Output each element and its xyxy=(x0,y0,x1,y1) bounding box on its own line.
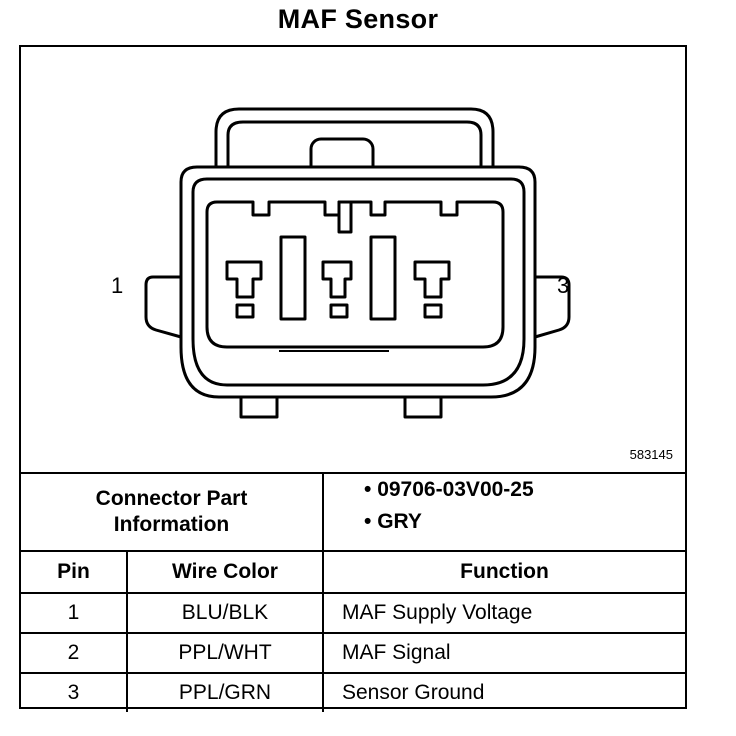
page-title: MAF Sensor xyxy=(277,4,439,34)
wire-color-header: Wire Color xyxy=(126,550,324,594)
connector-part-label: Connector Part Information xyxy=(21,472,324,552)
pin-cavity xyxy=(205,200,505,349)
latch-arch-inner xyxy=(226,120,483,207)
connector-color: GRY xyxy=(377,510,422,533)
pin-cell: 3 xyxy=(21,672,128,712)
connector-part-label-line1: Connector Part xyxy=(95,487,248,510)
connector-frame: 1 3 583145 Connector Part Information • … xyxy=(19,45,687,712)
left-flange xyxy=(144,275,182,339)
right-flange xyxy=(534,275,571,339)
connector-part-label-line2: Information xyxy=(113,513,230,536)
right-foot xyxy=(403,395,443,419)
pin-header: Pin xyxy=(21,550,128,594)
latch-arch xyxy=(214,107,495,207)
wire-color-cell: PPL/WHT xyxy=(126,632,324,674)
reference-code: 583145 xyxy=(629,447,673,462)
connector-drawing xyxy=(144,107,571,419)
center-key xyxy=(337,200,353,234)
wire-color-cell: BLU/BLK xyxy=(126,592,324,634)
divider-1 xyxy=(279,235,307,321)
connector-body-inner xyxy=(191,177,526,387)
pin-cell: 2 xyxy=(21,632,128,674)
pin-1-label: 1 xyxy=(111,273,124,298)
table-header-row: Pin Wire Color Function xyxy=(21,550,685,594)
table-row: 3 PPL/GRN Sensor Ground xyxy=(21,672,685,712)
pin-3-terminal xyxy=(413,260,451,299)
pin-3-lock xyxy=(423,303,443,319)
connector-diagram: 1 3 583145 xyxy=(21,47,685,472)
function-cell: MAF Signal xyxy=(322,632,685,674)
pin-2-lock xyxy=(329,303,349,319)
connector-info-table: Connector Part Information • 09706-03V00… xyxy=(21,472,685,712)
function-header: Function xyxy=(322,550,685,594)
pin-2-terminal xyxy=(321,260,353,299)
wire-color-cell: PPL/GRN xyxy=(126,672,324,712)
part-number: 09706-03V00-25 xyxy=(377,478,534,501)
pin-3-label: 3 xyxy=(557,273,570,298)
part-number-item: • 09706-03V00-25 xyxy=(364,478,534,501)
connector-outer-body xyxy=(179,165,537,399)
divider-2 xyxy=(369,235,397,321)
function-cell: MAF Supply Voltage xyxy=(322,592,685,634)
table-row: 1 BLU/BLK MAF Supply Voltage xyxy=(21,592,685,634)
table-row: 2 PPL/WHT MAF Signal xyxy=(21,632,685,674)
connector-part-values: • 09706-03V00-25 • GRY xyxy=(322,472,685,552)
connector-color-item: • GRY xyxy=(364,510,422,533)
pin-1-terminal xyxy=(225,260,263,299)
function-cell: Sensor Ground xyxy=(322,672,685,712)
left-foot xyxy=(239,395,279,419)
pin-cell: 1 xyxy=(21,592,128,634)
connector-part-row: Connector Part Information • 09706-03V00… xyxy=(21,472,685,552)
pin-1-lock xyxy=(235,303,255,319)
